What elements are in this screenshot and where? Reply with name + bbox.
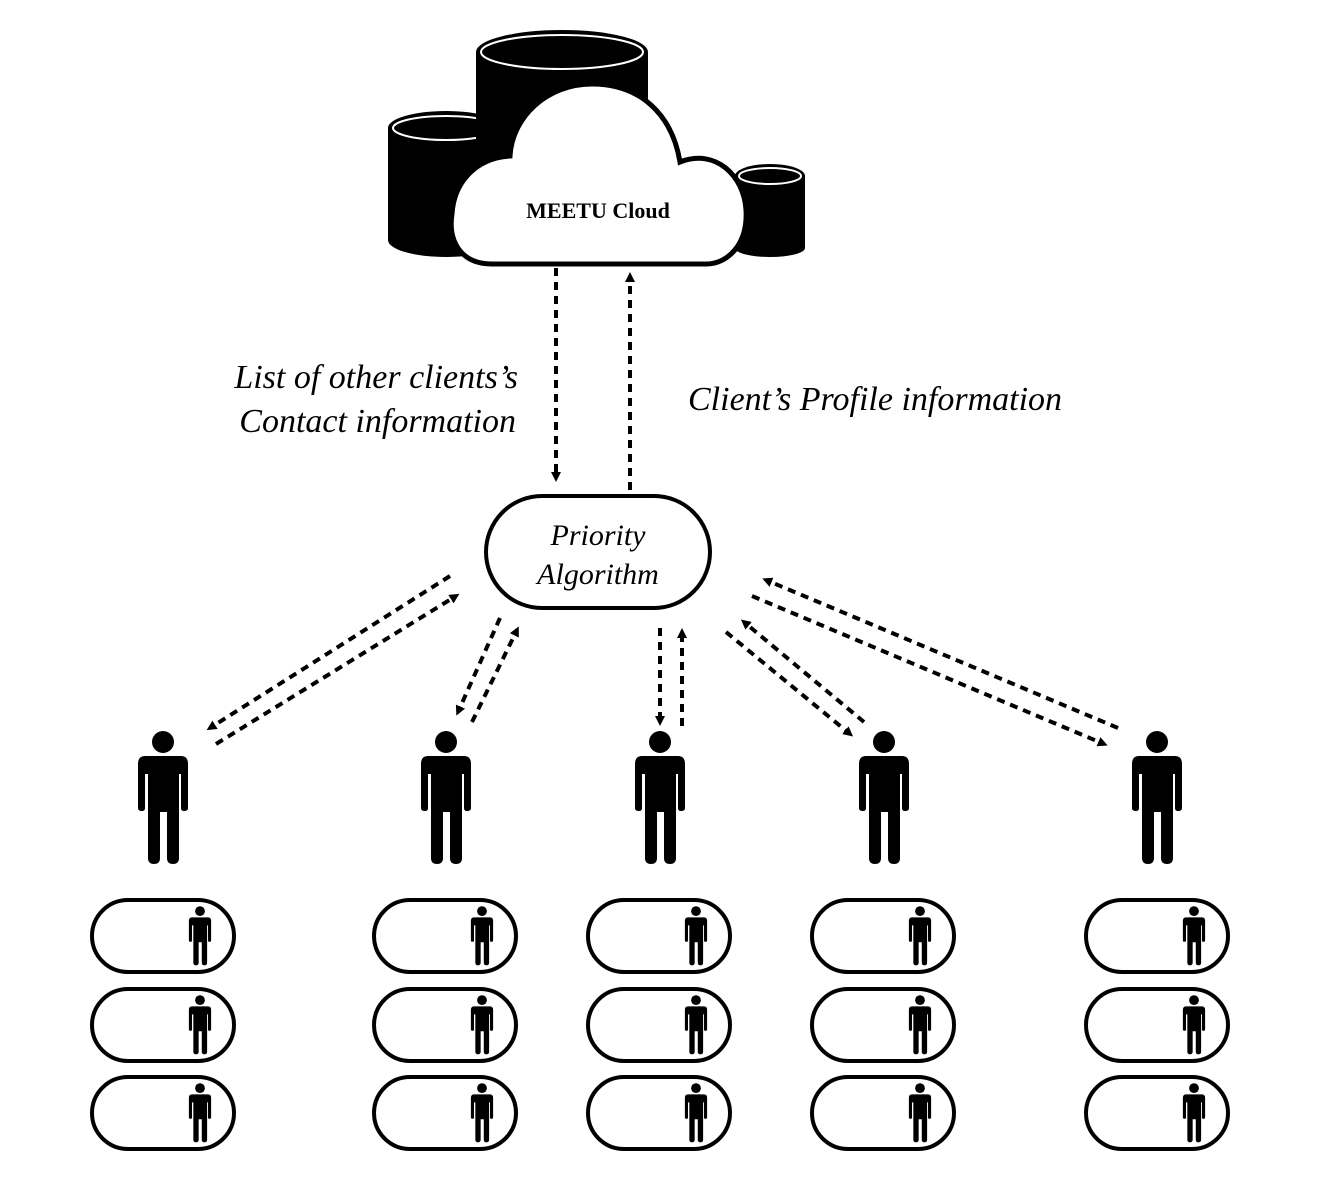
priority-algorithm-node: Priority Algorithm — [484, 494, 712, 610]
client-1 — [138, 731, 188, 864]
person-icon — [635, 731, 685, 864]
contact-lists — [90, 898, 1230, 1151]
client-1-arrows — [206, 574, 460, 746]
contact-entry — [586, 1075, 732, 1151]
client-2-arrows — [455, 617, 519, 723]
contact-entry — [810, 1075, 956, 1151]
contact-entry — [810, 898, 956, 974]
person-icon — [859, 731, 909, 864]
algorithm-label-line1: Priority — [550, 519, 647, 552]
cloud-shape — [448, 81, 749, 267]
contact-entry — [90, 987, 236, 1063]
contact-entry — [90, 1075, 236, 1151]
client-4-arrows — [724, 619, 866, 737]
person-icon — [1132, 731, 1182, 864]
contact-entry — [372, 898, 518, 974]
profile-info-label: Client’s Profile information — [688, 381, 1062, 418]
contact-entry — [586, 987, 732, 1063]
contact-entry — [372, 987, 518, 1063]
client-5 — [1132, 731, 1182, 864]
contact-list-label-line1: List of other clients’s — [233, 359, 518, 396]
client-5-arrows — [751, 577, 1119, 747]
contact-entry — [90, 898, 236, 974]
cloud-with-databases-icon: MEETU Cloud — [388, 30, 805, 267]
person-icon — [138, 731, 188, 864]
contact-entry — [1084, 898, 1230, 974]
person-icon — [421, 731, 471, 864]
client-3-arrows — [655, 628, 687, 726]
contact-entry — [586, 898, 732, 974]
client-4 — [859, 731, 909, 864]
contact-entry — [1084, 1075, 1230, 1151]
algorithm-label-line2: Algorithm — [535, 558, 659, 591]
contact-entry — [810, 987, 956, 1063]
database-icon — [735, 164, 805, 257]
contact-entry — [1084, 987, 1230, 1063]
contact-list-label-line2: Contact information — [239, 403, 516, 440]
client-2 — [421, 731, 471, 864]
contact-entry — [372, 1075, 518, 1151]
client-3 — [635, 731, 685, 864]
cloud-label: MEETU Cloud — [526, 198, 670, 223]
